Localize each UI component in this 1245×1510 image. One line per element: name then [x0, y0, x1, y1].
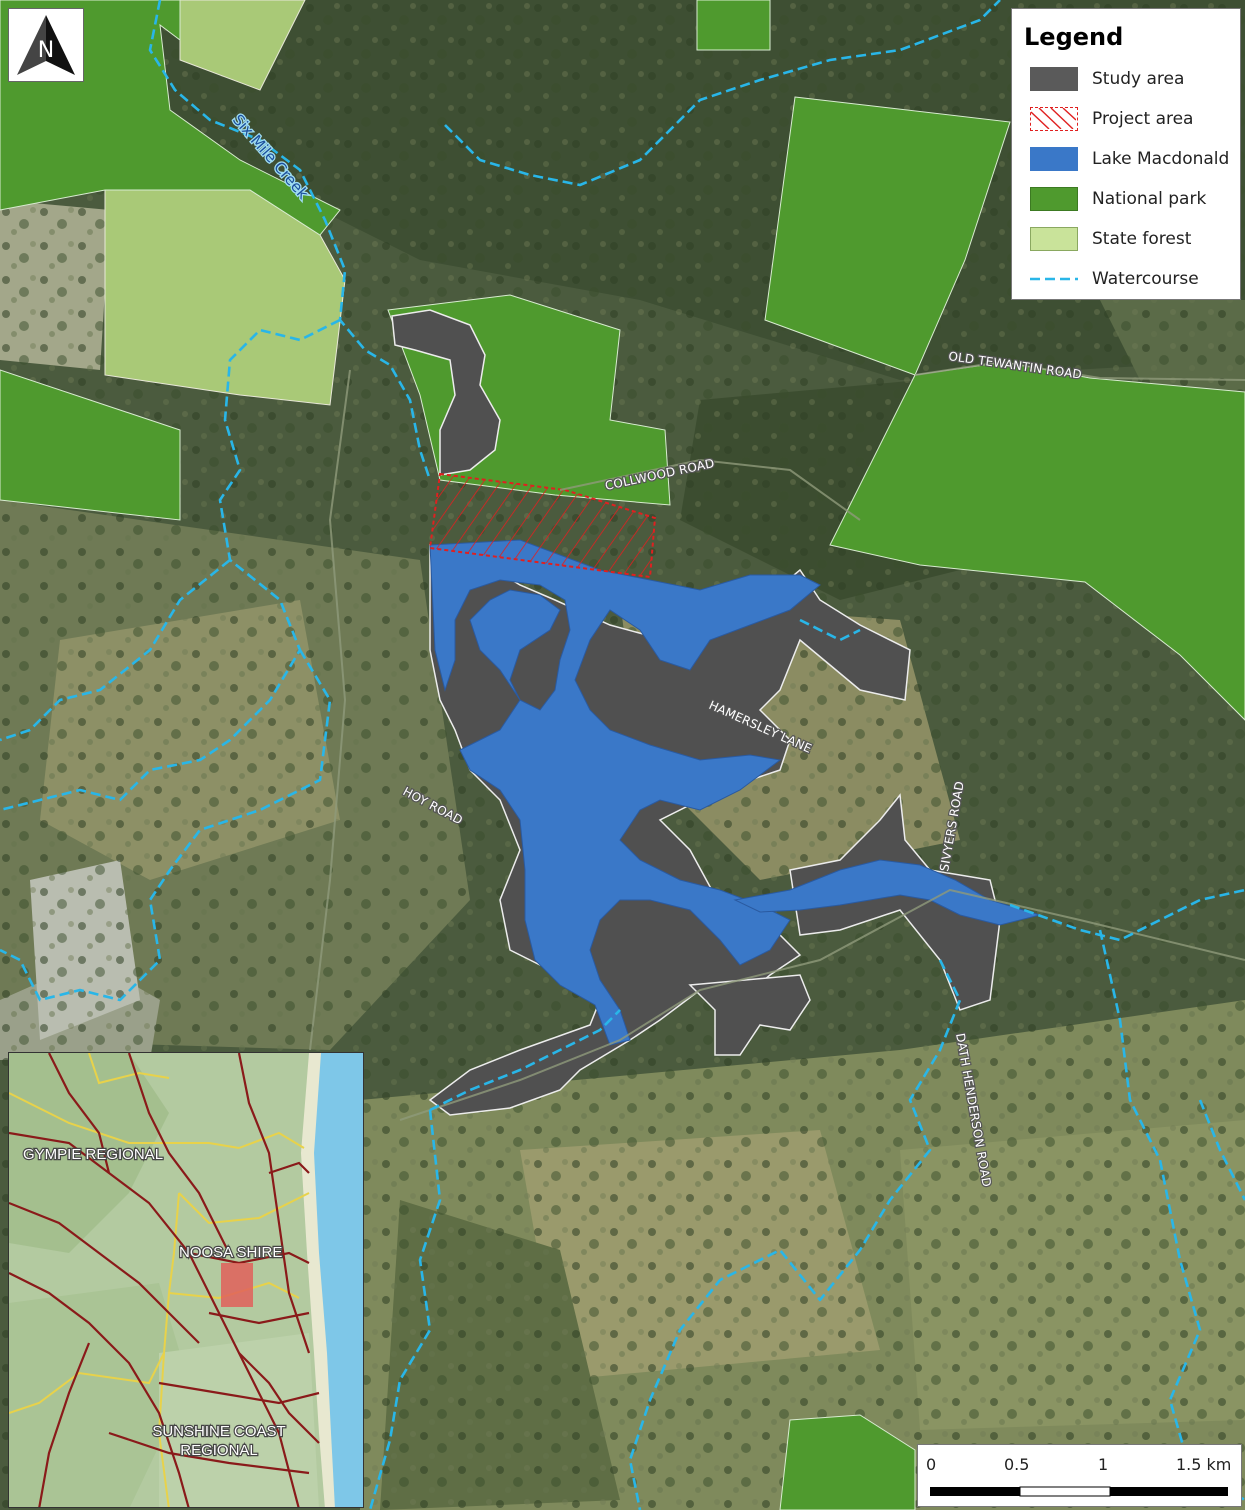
legend-item-national-park: National park: [1030, 187, 1240, 211]
legend-item-watercourse: Watercourse: [1030, 267, 1240, 291]
legend-label: State forest: [1092, 229, 1192, 249]
north-arrow-icon: N: [17, 15, 75, 75]
lake-macdonald: [429, 539, 821, 1046]
legend-label: Study area: [1092, 69, 1185, 89]
legend-label: National park: [1092, 189, 1207, 209]
scale-bar-graphic: [930, 1486, 1228, 1497]
legend-label: Lake Macdonald: [1092, 149, 1230, 169]
inset-label-noosa: NOOSA SHIRE: [179, 1244, 282, 1261]
legend-swatch-lake: [1030, 147, 1078, 171]
inset-label-gympie: GYMPIE REGIONAL: [23, 1146, 163, 1163]
inset-label-regional: REGIONAL: [180, 1442, 258, 1459]
inset-study-location: [221, 1263, 253, 1307]
legend-swatch-study-area: [1030, 67, 1078, 91]
roads: [309, 360, 1245, 1121]
legend-item-lake-macdonald: Lake Macdonald: [1030, 147, 1240, 171]
legend: Legend Study area Project area Lake Macd…: [1011, 8, 1241, 300]
legend-swatch-watercourse: [1030, 267, 1078, 291]
legend-title: Legend: [1024, 23, 1124, 51]
legend-item-state-forest: State forest: [1030, 227, 1240, 251]
north-arrow: N: [8, 8, 84, 82]
lake-inflow: [733, 859, 1042, 926]
north-label: N: [38, 38, 54, 63]
legend-swatch-national-park: [1030, 187, 1078, 211]
legend-swatch-project-area: [1030, 107, 1078, 131]
legend-label: Project area: [1092, 109, 1194, 129]
legend-swatch-state-forest: [1030, 227, 1078, 251]
scale-tick-label: 0.5: [1004, 1455, 1030, 1474]
scale-bar: 0 0.5 1 1.5 km: [917, 1444, 1242, 1507]
inset-label-sunshine-coast: SUNSHINE COAST: [152, 1423, 285, 1440]
inset-map-canvas: GYMPIE REGIONAL NOOSA SHIRE SUNSHINE COA…: [9, 1053, 363, 1507]
legend-item-project-area: Project area: [1030, 107, 1240, 131]
inset-map: GYMPIE REGIONAL NOOSA SHIRE SUNSHINE COA…: [8, 1052, 364, 1508]
project-area: [428, 472, 657, 579]
scale-tick-label: 1.5 km: [1176, 1455, 1232, 1474]
study-area: [391, 309, 1001, 1116]
scale-tick-label: 0: [926, 1455, 937, 1474]
scale-tick-label: 1: [1098, 1455, 1109, 1474]
legend-label: Watercourse: [1092, 269, 1199, 289]
legend-item-study-area: Study area: [1030, 67, 1240, 91]
